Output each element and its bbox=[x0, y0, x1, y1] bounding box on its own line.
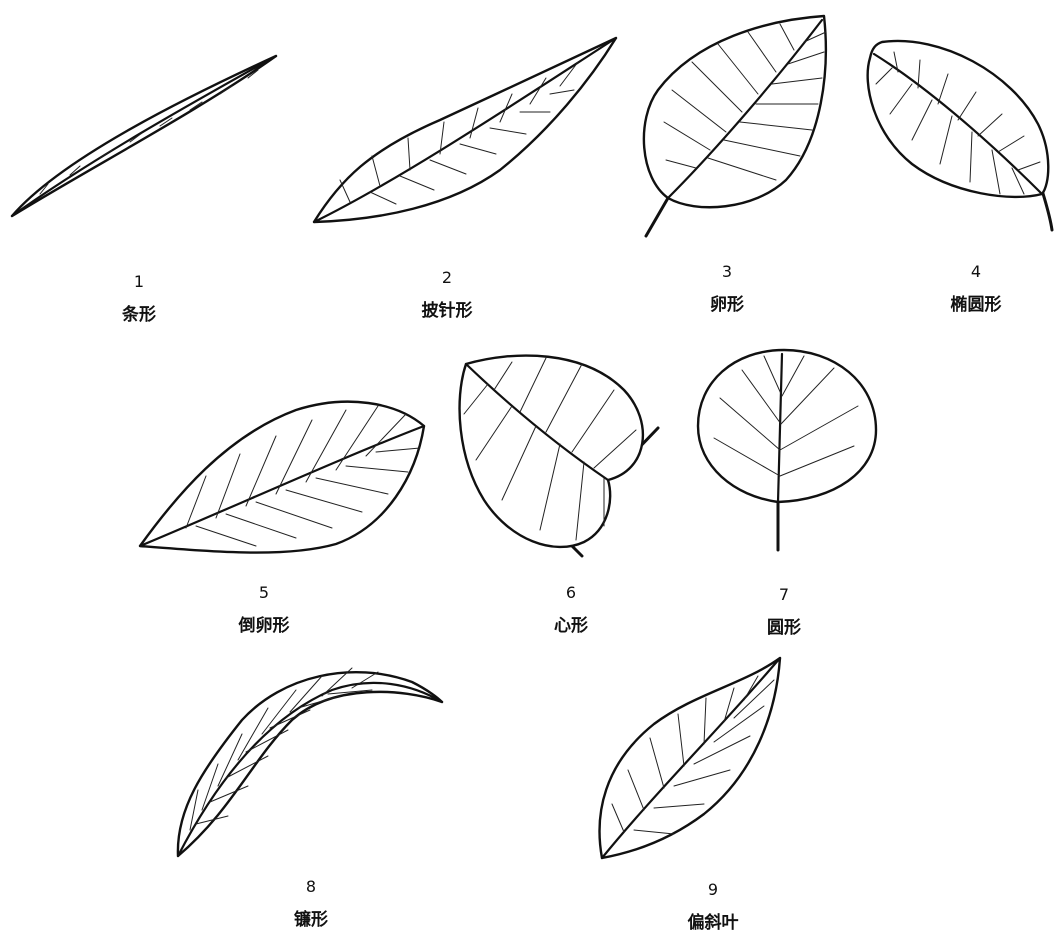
leaf-name: 倒卵形 bbox=[194, 615, 334, 637]
leaf-number: 2 bbox=[377, 268, 517, 288]
leaf-name: 条形 bbox=[69, 304, 209, 326]
leaf-ovate-caption: 3 卵形 bbox=[657, 262, 797, 316]
leaf-linear-drawing bbox=[0, 0, 290, 230]
leaf-name: 圆形 bbox=[714, 617, 854, 639]
leaf-oblique-drawing bbox=[594, 654, 790, 864]
leaf-falcate-drawing bbox=[172, 660, 448, 860]
leaf-elliptic-drawing bbox=[862, 34, 1054, 234]
leaf-linear-caption: 1 条形 bbox=[69, 272, 209, 326]
leaf-name: 偏斜叶 bbox=[643, 912, 783, 934]
leaf-number: 9 bbox=[643, 880, 783, 900]
leaf-number: 5 bbox=[194, 583, 334, 603]
leaf-number: 1 bbox=[69, 272, 209, 292]
leaf-name: 心形 bbox=[501, 615, 641, 637]
leaf-number: 7 bbox=[714, 585, 854, 605]
leaf-name: 椭圆形 bbox=[906, 294, 1046, 316]
leaf-obovate-caption: 5 倒卵形 bbox=[194, 583, 334, 637]
leaf-number: 4 bbox=[906, 262, 1046, 282]
leaf-name: 卵形 bbox=[657, 294, 797, 316]
leaf-obovate-drawing bbox=[136, 396, 432, 556]
leaf-orbicular-drawing bbox=[694, 346, 884, 556]
leaf-number: 3 bbox=[657, 262, 797, 282]
leaf-cordate-drawing bbox=[454, 350, 670, 560]
leaf-name: 披针形 bbox=[377, 300, 517, 322]
leaf-orbicular-caption: 7 圆形 bbox=[714, 585, 854, 639]
leaf-elliptic-caption: 4 椭圆形 bbox=[906, 262, 1046, 316]
leaf-number: 6 bbox=[501, 583, 641, 603]
leaf-cordate-caption: 6 心形 bbox=[501, 583, 641, 637]
leaf-oblique-caption: 9 偏斜叶 bbox=[643, 880, 783, 934]
leaf-falcate-caption: 8 镰形 bbox=[241, 877, 381, 931]
leaf-lanceolate-caption: 2 披针形 bbox=[377, 268, 517, 322]
leaf-name: 镰形 bbox=[241, 909, 381, 931]
leaf-ovate-drawing bbox=[636, 10, 836, 242]
leaf-number: 8 bbox=[241, 877, 381, 897]
leaf-lanceolate-drawing bbox=[300, 30, 630, 230]
